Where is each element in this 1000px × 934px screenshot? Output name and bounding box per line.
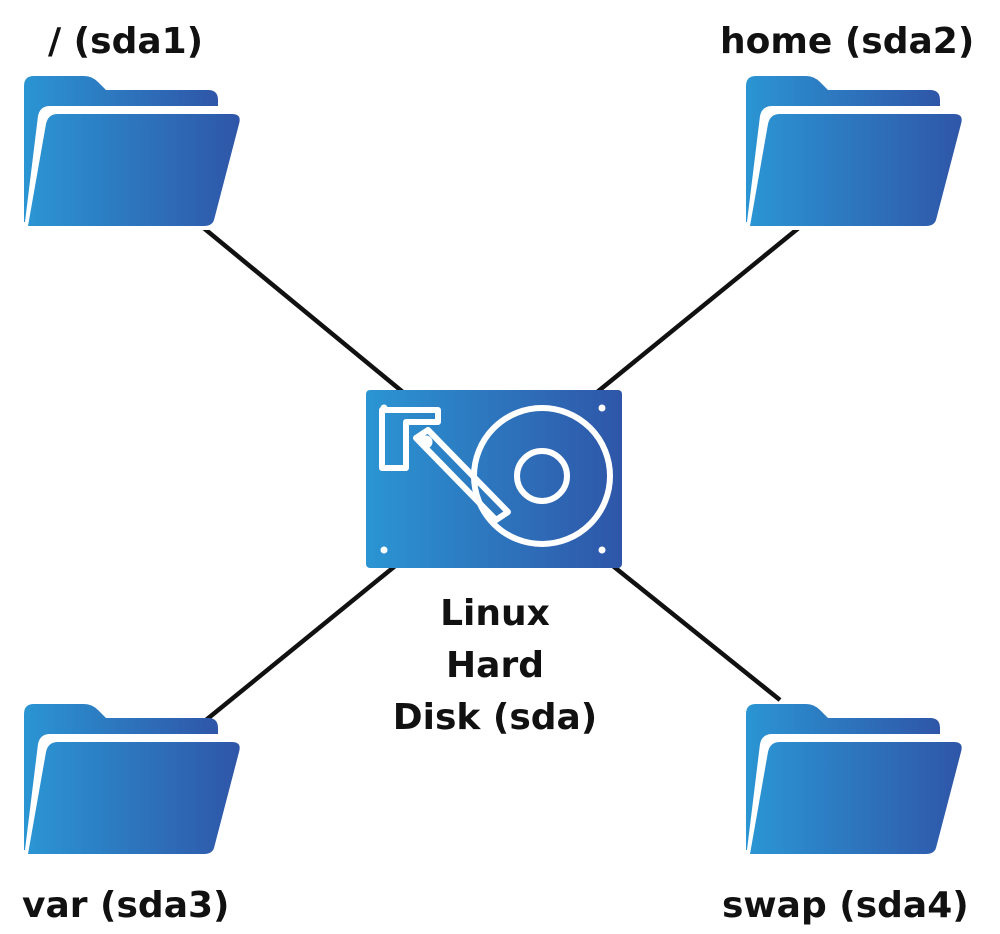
connector-sda1: [198, 223, 406, 395]
folder-icon: [18, 72, 248, 232]
disk-label-line: Disk (sda): [392, 697, 598, 738]
partition-label-sda1: / (sda1): [48, 21, 204, 62]
connector-sda3: [204, 560, 402, 722]
partition-label-sda4: swap (sda4): [722, 885, 969, 926]
partition-label-sda3: var (sda3): [22, 885, 230, 926]
hard-disk-icon: [366, 390, 622, 568]
disk-label: Linux Hard Disk (sda): [370, 588, 620, 744]
disk-label-line: Linux: [440, 593, 550, 634]
connector-sda2: [594, 220, 808, 395]
connector-sda4: [606, 560, 782, 702]
partition-label-sda2: home (sda2): [720, 21, 975, 62]
disk-label-line: Hard: [446, 645, 544, 686]
folder-icon: [740, 72, 970, 232]
folder-icon: [740, 700, 970, 860]
folder-icon: [18, 700, 248, 860]
